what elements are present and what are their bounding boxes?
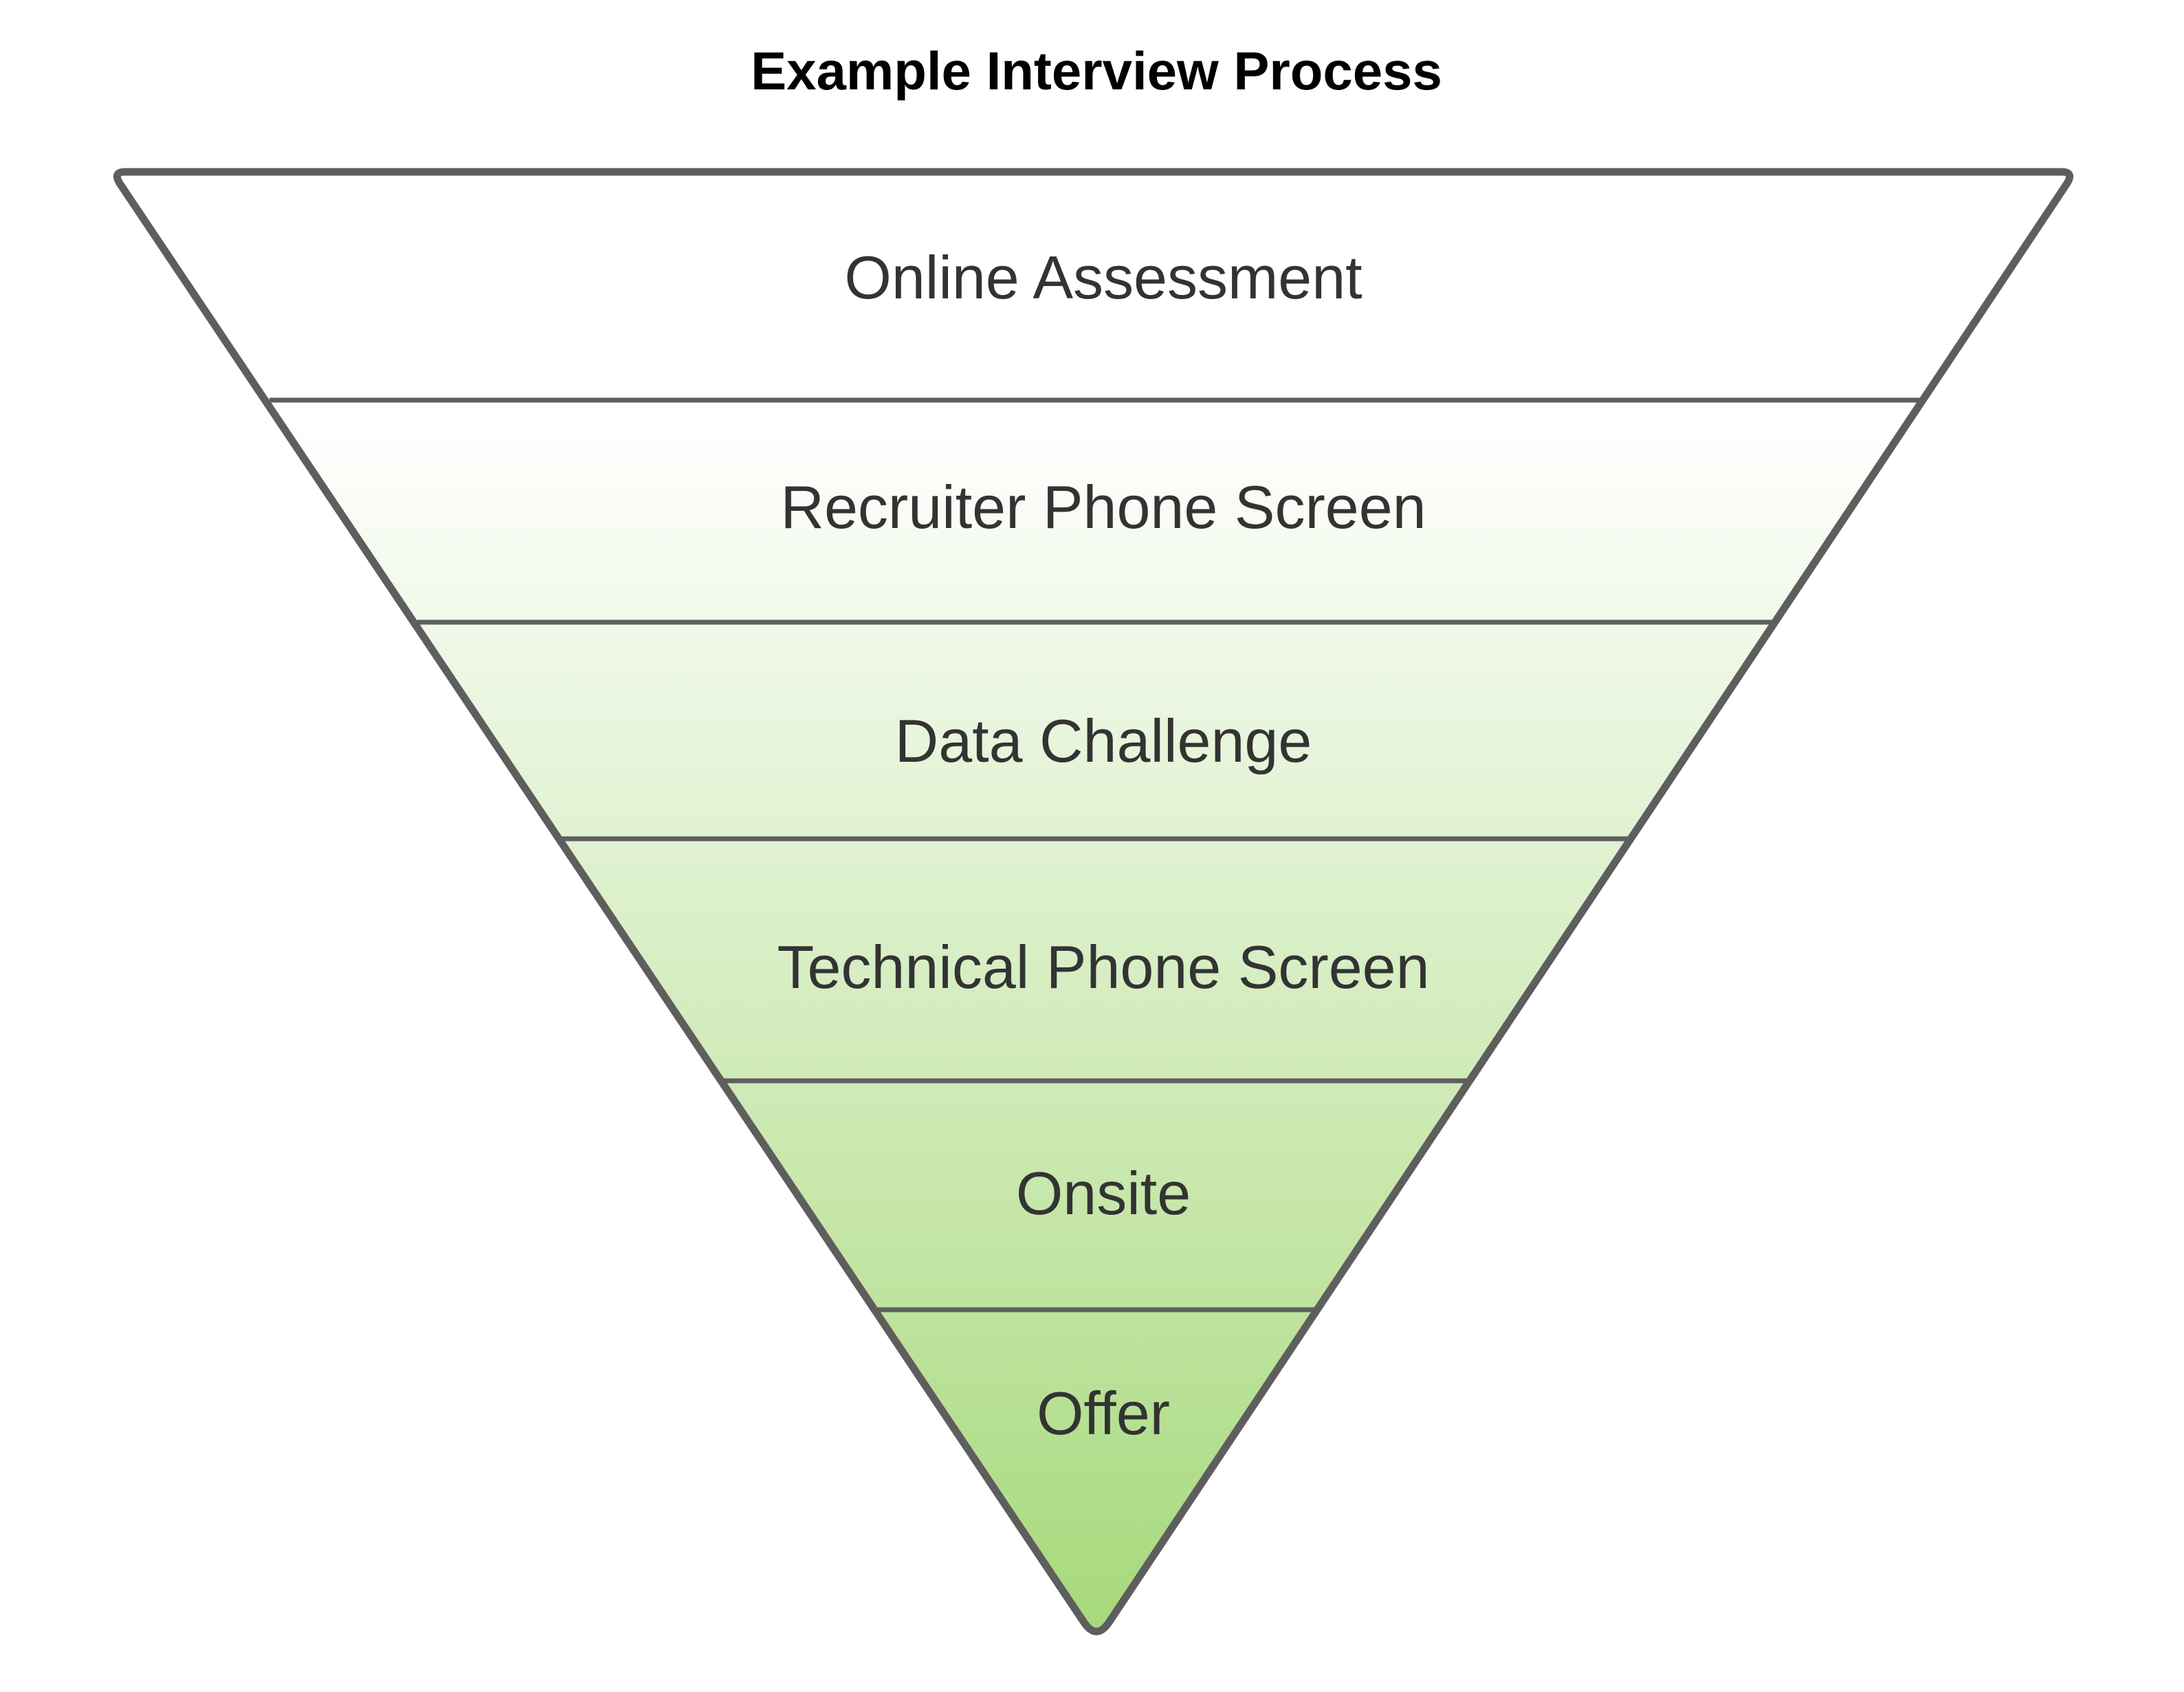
funnel-outline (113, 168, 2074, 1636)
stage-label-recruiter-phone-screen: Recruiter Phone Screen (780, 473, 1426, 541)
stage-label-offer: Offer (1037, 1379, 1170, 1447)
funnel-fill (117, 172, 2070, 1631)
stage-dividers (269, 397, 1923, 1312)
diagram-title: Example Interview Process (751, 41, 1442, 101)
stage-labels: Online Assessment Recruiter Phone Screen… (777, 243, 1429, 1447)
stage-label-data-challenge: Data Challenge (895, 707, 1312, 775)
stage-label-online-assessment: Online Assessment (844, 243, 1362, 311)
stage-label-onsite: Onsite (1016, 1159, 1191, 1227)
stage-label-technical-phone-screen: Technical Phone Screen (777, 933, 1429, 1001)
